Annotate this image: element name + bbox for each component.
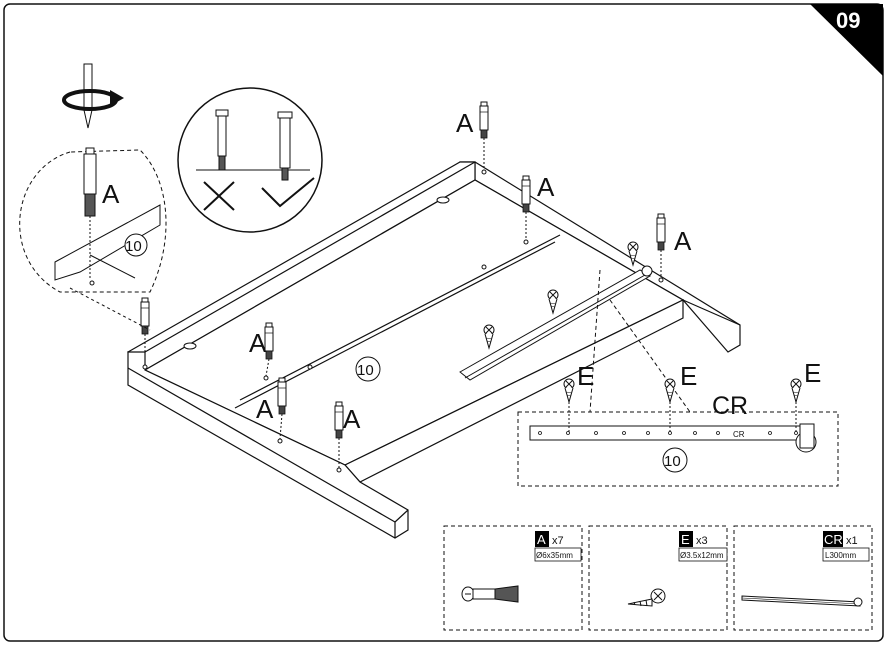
screw-label: E: [680, 361, 697, 391]
dowel-label: A: [537, 172, 555, 202]
cam-dowel-icon: [461, 585, 519, 603]
dowel-label: A: [343, 404, 361, 434]
parts-box-screw: E x3 Ø3.5x12mm: [588, 525, 728, 631]
dowel-label: A: [674, 226, 692, 256]
dowel-label: A: [249, 328, 267, 358]
drawer-rail-icon: [741, 595, 863, 607]
rail-text: CR: [733, 430, 745, 439]
correct-mark: [261, 177, 315, 208]
frame-holes: [142, 169, 664, 473]
parts-box-rail: CR x1 L300mm: [733, 525, 873, 631]
panel-number: 10: [357, 362, 374, 379]
panel-number: 10: [125, 238, 142, 255]
screw-label: E: [804, 358, 821, 388]
step-number: 09: [836, 8, 860, 33]
rail-slot-holes: [538, 431, 798, 435]
rail-label: CR: [712, 392, 748, 420]
part-letter: A: [537, 532, 546, 547]
part-letter: E: [681, 532, 690, 547]
part-qty: x1: [846, 535, 858, 547]
part-spec: Ø3.5x12mm: [680, 551, 724, 560]
dowel-guide-lines: [144, 138, 662, 468]
screw-label: E: [577, 361, 594, 391]
panel-number-badge: 10: [355, 356, 381, 382]
panel-number: 10: [664, 453, 681, 470]
detail-rail: CR E E E CR 10: [517, 269, 839, 487]
dowel-label: A: [102, 179, 120, 209]
part-qty: x3: [696, 535, 708, 547]
screw-icon: [627, 588, 666, 607]
detail-dowel-install: A 10: [19, 63, 167, 331]
dowel-labels: A A A A A A: [249, 108, 692, 434]
part-letter: CR: [824, 532, 843, 547]
part-spec: L300mm: [825, 551, 856, 560]
page-border: [3, 3, 884, 642]
dowel-label: A: [456, 108, 474, 138]
part-qty: x7: [552, 535, 564, 547]
dowel-label: A: [256, 394, 274, 424]
rail-on-frame: [459, 241, 653, 381]
step-badge: 09: [810, 4, 883, 76]
parts-box-dowel: A x7 Ø6x35mm: [443, 525, 583, 631]
part-spec: Ø6x35mm: [536, 551, 573, 560]
detail-correct-incorrect: [177, 87, 323, 233]
